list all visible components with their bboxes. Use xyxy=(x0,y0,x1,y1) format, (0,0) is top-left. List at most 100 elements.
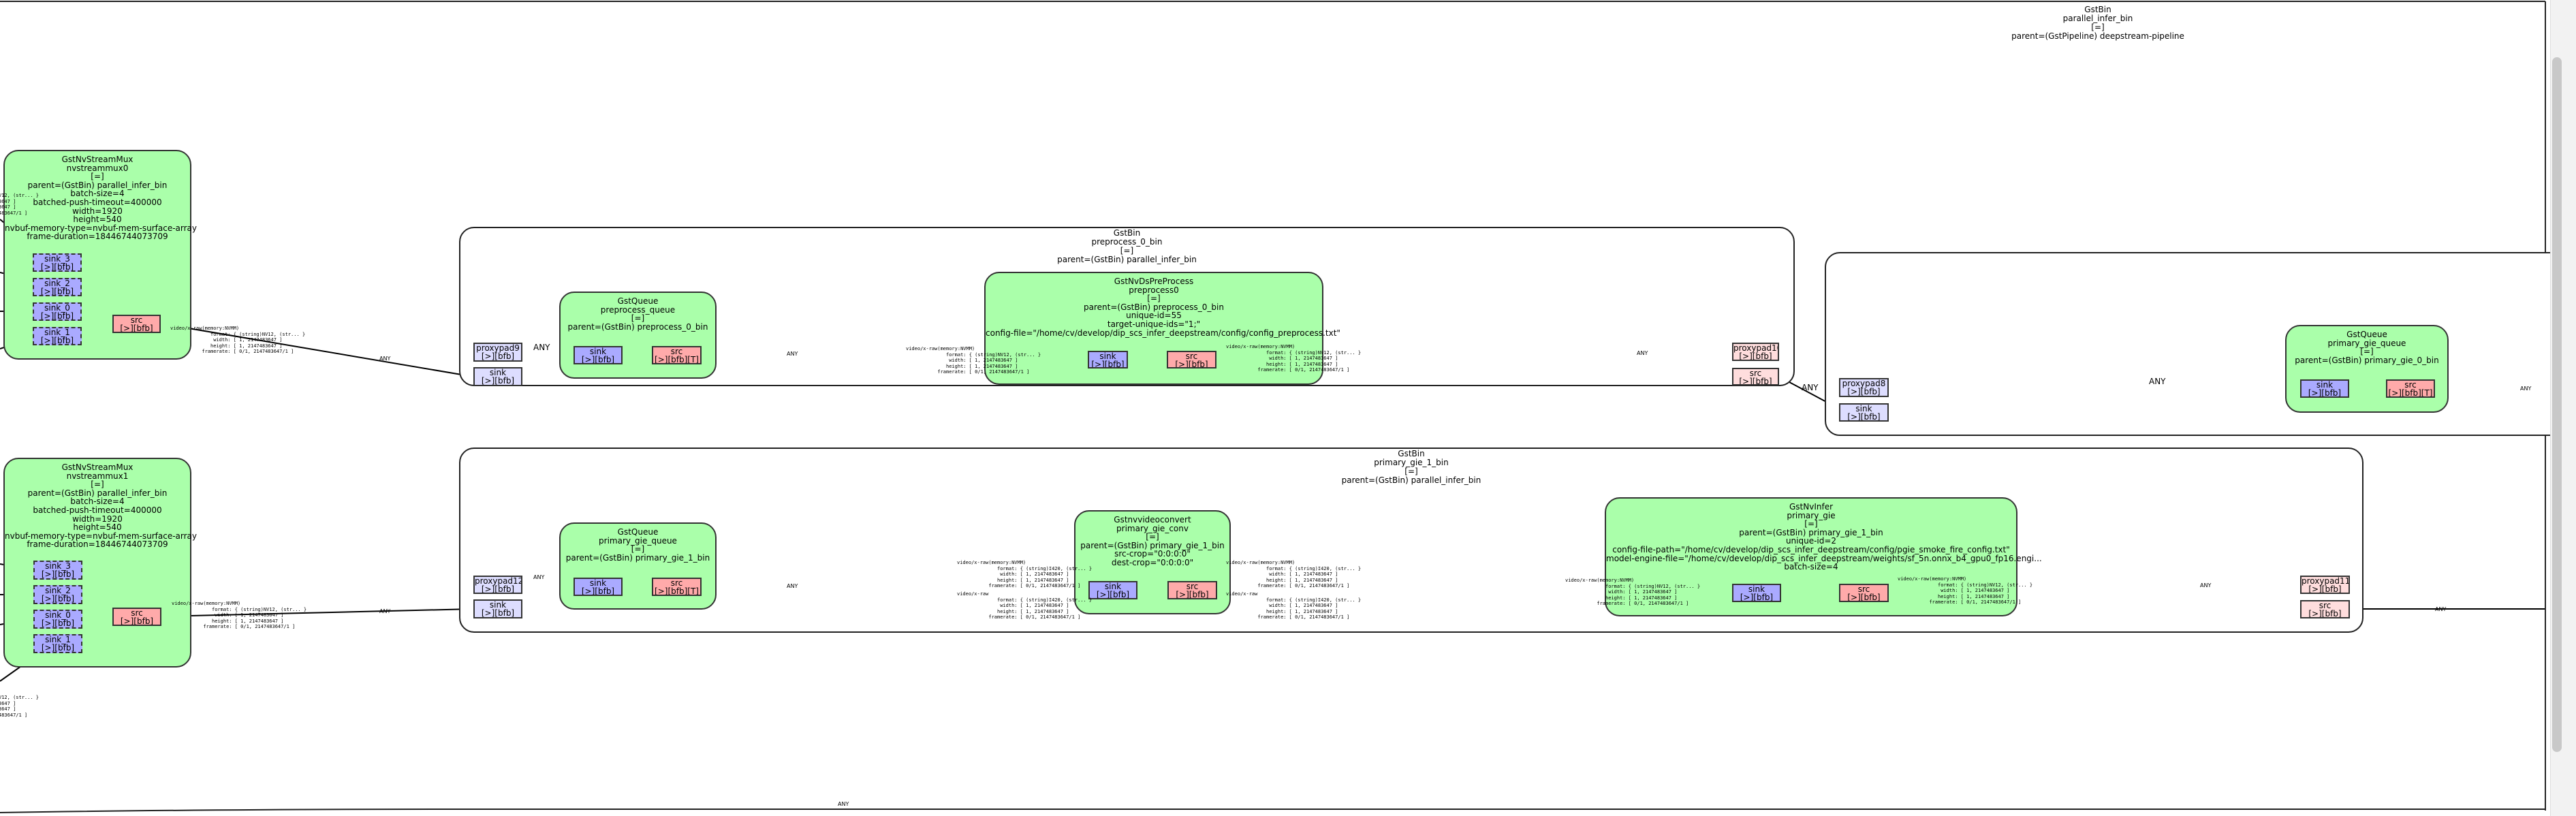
pad-flags: [>][bfb] xyxy=(1091,360,1125,368)
element-property: parent=(GstBin) preprocess_0_bin xyxy=(1084,302,1224,312)
caps-label: video/x-raw(memory:NVMM) format: { (stri… xyxy=(1226,560,1362,589)
element-property: parent=(GstBin) primary_gie_1_bin xyxy=(565,552,710,563)
caps-label: video/x-raw(memory:NVMM) format: { (stri… xyxy=(1898,576,2033,605)
pad-flags: [>][bfb][T] xyxy=(2388,388,2433,398)
pad-name: sink xyxy=(1748,584,1765,594)
pad-name: proxypad9 xyxy=(476,343,520,353)
bin-title-line: [=] xyxy=(1120,246,1134,255)
pad-flags: [>][bfb] xyxy=(1739,377,1772,386)
edge-label: ANY xyxy=(2520,386,2532,392)
element-property: batch-size=4 xyxy=(70,497,125,507)
caps-label: video/x-raw(memory:NVMM) format: { (stri… xyxy=(172,601,307,629)
pad-proxypad10[interactable]: proxypad10[>][bfb] xyxy=(1732,343,1779,361)
pad-gie0-bin-sink[interactable]: sink[>][bfb] xyxy=(1839,403,1889,422)
element-property: GstQueue xyxy=(2346,330,2387,339)
pad-flags: [>][bfb] xyxy=(40,311,74,321)
pad-flags: [>][bfb] xyxy=(481,351,515,362)
pad-flags: [>][bfb] xyxy=(41,643,75,653)
edge-label: ANY xyxy=(1802,383,1819,392)
element-property: frame-duration=18446744073709 xyxy=(27,232,168,242)
pad-mux1-sink-1[interactable]: sink_1[>][bfb] xyxy=(33,634,82,653)
pad-name: proxypad8 xyxy=(1842,379,1886,388)
pad-flags: [>][bfb] xyxy=(1175,360,1208,368)
pad-gie-sink[interactable]: sink[>][bfb] xyxy=(1732,584,1781,602)
bin-title-line: parent=(GstBin) parallel_infer_bin xyxy=(1341,475,1481,485)
element-property: parent=(GstBin) primary_gie_0_bin xyxy=(2295,355,2439,365)
pad-proxypad9[interactable]: proxypad9[>][bfb] xyxy=(473,343,522,362)
element-property: model-engine-file="/home/cv/develop/dip_… xyxy=(1606,553,2042,563)
pad-proxypad8[interactable]: proxypad8[>][bfb] xyxy=(1839,378,1889,397)
pad-name: src xyxy=(670,347,683,356)
element-property: GstQueue xyxy=(617,527,659,537)
pad-gie1-bin-sink[interactable]: sink[>][bfb] xyxy=(473,599,522,618)
element-property: parent=(GstBin) primary_gie_1_bin xyxy=(1739,527,1883,537)
pad-pre-queue-src[interactable]: src[>][bfb][T] xyxy=(652,346,702,364)
pad-mux1-src[interactable]: src[>][bfb] xyxy=(112,608,161,626)
pad-name: sink xyxy=(1855,404,1872,413)
pad-gie1-bin-src[interactable]: src[>][bfb] xyxy=(2300,600,2350,618)
pad-pre-queue-sink[interactable]: sink[>][bfb] xyxy=(574,346,623,364)
pad-conv-sink[interactable]: sink[>][bfb] xyxy=(1088,581,1137,599)
pad-name: sink_2 xyxy=(45,586,71,595)
pad-proxypad12[interactable]: proxypad12[>][bfb] xyxy=(473,576,522,594)
edge-label: ANY xyxy=(787,351,798,357)
pad-name: sink xyxy=(1104,582,1122,591)
pad-conv-src[interactable]: src[>][bfb] xyxy=(1167,581,1217,599)
pad-gie1-queue-sink[interactable]: sink[>][bfb] xyxy=(574,578,623,596)
pad-name: sink xyxy=(589,347,607,356)
pad-flags: [>][bfb] xyxy=(41,618,75,629)
pad-name: src xyxy=(130,315,143,325)
pad-flags: [>][bfb] xyxy=(1847,387,1881,397)
pad-name: sink_3 xyxy=(45,561,71,571)
pad-flags: [>][bfb][T] xyxy=(655,586,699,596)
pad-mux0-sink-0[interactable]: sink_0[>][bfb] xyxy=(33,302,82,321)
element-property: [=] xyxy=(91,172,104,182)
pad-mux0-sink-3[interactable]: sink_3[>][bfb] xyxy=(33,253,82,272)
pad-flags: [>][bfb] xyxy=(581,586,615,596)
pad-name: sink_2 xyxy=(44,279,70,288)
pad-pre-bin-src[interactable]: src[>][bfb] xyxy=(1732,368,1779,386)
pad-name: sink_3 xyxy=(44,254,70,264)
pad-name: src xyxy=(131,608,143,618)
bin-title-line: GstBin xyxy=(1398,449,1425,458)
pad-mux1-sink-3[interactable]: sink_3[>][bfb] xyxy=(33,561,82,580)
element-property: primary_gie xyxy=(1787,510,1836,520)
pad-flags: [>][bfb][T] xyxy=(655,355,699,364)
element-property: preprocess_queue xyxy=(600,304,676,315)
scrollbar-thumb[interactable] xyxy=(2552,57,2562,752)
element-property: [=] xyxy=(1147,294,1161,304)
element-property: [=] xyxy=(1804,519,1818,529)
pad-pre-bin-sink[interactable]: sink[>][bfb] xyxy=(473,367,522,386)
pad-mux0-src[interactable]: src[>][bfb] xyxy=(112,315,161,333)
pad-mux0-sink-2[interactable]: sink_2[>][bfb] xyxy=(33,278,82,296)
caps-label: video/x-raw(memory:NVMM) format: { (stri… xyxy=(170,326,306,354)
pad-gie1-queue-src[interactable]: src[>][bfb][T] xyxy=(652,578,702,596)
pad-proxypad11[interactable]: proxypad11[>][bfb] xyxy=(2300,576,2350,594)
element-property: unique-id=2 xyxy=(1785,536,1837,546)
pad-name: proxypad11 xyxy=(2302,576,2350,586)
pad-pre0-src[interactable]: src[>][bfb] xyxy=(1167,351,1216,368)
pad-flags: [>][bfb] xyxy=(481,376,515,386)
element-property: width=1920 xyxy=(72,206,123,216)
pad-mux1-sink-2[interactable]: sink_2[>][bfb] xyxy=(33,585,82,604)
element-property: parent=(GstBin) primary_gie_1_bin xyxy=(1080,540,1225,550)
pad-gie0-queue-sink[interactable]: sink[>][bfb] xyxy=(2300,379,2349,398)
pad-gie-src[interactable]: src[>][bfb] xyxy=(1839,584,1889,602)
pad-flags: [>][bfb] xyxy=(481,584,515,594)
pad-mux0-sink-1[interactable]: sink_1[>][bfb] xyxy=(33,327,82,345)
pad-gie0-queue-src[interactable]: src[>][bfb][T] xyxy=(2386,379,2435,398)
pad-pre0-sink[interactable]: sink[>][bfb] xyxy=(1088,351,1128,368)
pad-name: sink_0 xyxy=(44,303,70,313)
pad-mux1-sink-0[interactable]: sink_0[>][bfb] xyxy=(33,610,82,629)
element-property: batched-push-timeout=400000 xyxy=(33,197,162,207)
element-property: parent=(GstBin) parallel_infer_bin xyxy=(27,488,168,498)
pad-flags: [>][bfb] xyxy=(1847,412,1881,422)
